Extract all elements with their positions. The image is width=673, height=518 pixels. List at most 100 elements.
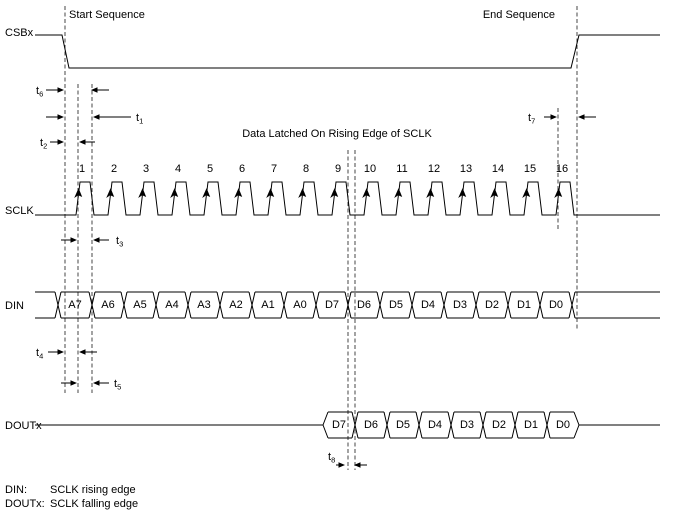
timing-arrow-t1-left-head bbox=[57, 114, 64, 120]
timing-label-t1: t1 bbox=[136, 112, 143, 126]
dout-crossover bbox=[351, 411, 359, 439]
din-crossover bbox=[376, 291, 384, 319]
din-crossover bbox=[152, 291, 160, 319]
sclk-cycle-number: 5 bbox=[207, 163, 213, 175]
din-bit-label: A1 bbox=[261, 299, 274, 311]
sclk-rising-edge-arrow bbox=[234, 188, 243, 198]
din-crossover bbox=[472, 291, 480, 319]
din-bit-label: D5 bbox=[389, 299, 403, 311]
dout-cell bbox=[422, 411, 448, 439]
timing-arrow-t2-left-head bbox=[57, 139, 64, 145]
dout-bit-label: D3 bbox=[460, 419, 474, 431]
sclk-cycle-number: 6 bbox=[239, 163, 245, 175]
dout-cell bbox=[328, 411, 352, 439]
din-crossover bbox=[504, 291, 512, 319]
end-sequence-label: End Sequence bbox=[483, 9, 555, 21]
din-crossover bbox=[120, 291, 128, 319]
dout-crossover bbox=[447, 411, 455, 439]
sclk-rising-edge-arrow bbox=[266, 188, 275, 198]
legend-din-desc: SCLK rising edge bbox=[50, 484, 136, 496]
sclk-cycle-number: 11 bbox=[396, 163, 407, 175]
timing-arrow-t4-right-head bbox=[79, 349, 86, 355]
sclk-rising-edge-arrow bbox=[138, 188, 147, 198]
din-bit-label: D7 bbox=[325, 299, 339, 311]
csb-waveform bbox=[35, 34, 660, 69]
din-cell bbox=[415, 291, 441, 319]
sclk-cycle-number: 10 bbox=[364, 163, 376, 175]
static-labels-layer: CSBx SCLK DIN DOUTx Start Sequence End S… bbox=[5, 9, 555, 510]
dout-cell bbox=[358, 411, 384, 439]
dout-cell bbox=[518, 411, 544, 439]
sclk-cycle-number: 4 bbox=[175, 163, 181, 175]
timing-arrow-t7-right-head bbox=[578, 114, 585, 120]
din-bit-label: D3 bbox=[453, 299, 467, 311]
sclk-cycle-number: 3 bbox=[143, 163, 149, 175]
timing-arrow-t2-right-head bbox=[79, 139, 86, 145]
legend-din-term: DIN: bbox=[5, 484, 27, 496]
sclk-rising-edge-arrow bbox=[330, 188, 339, 198]
din-bit-label: A3 bbox=[197, 299, 210, 311]
dout-bit-label: D2 bbox=[492, 419, 506, 431]
timing-arrow-t3-left-head bbox=[70, 237, 77, 243]
dout-close bbox=[573, 411, 580, 439]
sclk-rising-edge-arrow bbox=[458, 188, 467, 198]
timing-arrow-t7-left-head bbox=[550, 114, 557, 120]
data-latched-note: Data Latched On Rising Edge of SCLK bbox=[242, 128, 432, 140]
din-crossover bbox=[54, 291, 62, 319]
din-bit-label: A4 bbox=[165, 299, 178, 311]
sclk-rising-edge-arrow bbox=[394, 188, 403, 198]
start-sequence-label: Start Sequence bbox=[69, 9, 145, 21]
din-crossover bbox=[216, 291, 224, 319]
sclk-rising-edge-arrow bbox=[106, 188, 115, 198]
din-bit-label: D1 bbox=[517, 299, 531, 311]
timing-label-t6: t6 bbox=[36, 85, 43, 99]
din-cell bbox=[319, 291, 345, 319]
dout-crossover bbox=[543, 411, 551, 439]
sclk-cycle-number: 1 bbox=[79, 163, 85, 175]
din-cell bbox=[287, 291, 313, 319]
dout-cell bbox=[486, 411, 512, 439]
din-bit-label: D2 bbox=[485, 299, 499, 311]
csb-signal-label: CSBx bbox=[5, 27, 34, 39]
sclk-signal-label: SCLK bbox=[5, 205, 34, 217]
timing-label-t7: t7 bbox=[528, 112, 535, 126]
dout-crossover bbox=[479, 411, 487, 439]
sclk-rising-edge-arrow bbox=[522, 188, 531, 198]
sclk-cycle-number: 15 bbox=[524, 163, 536, 175]
sclk-waveform bbox=[35, 181, 660, 216]
din-bit-label: A0 bbox=[293, 299, 306, 311]
din-crossover bbox=[280, 291, 288, 319]
din-cell bbox=[191, 291, 217, 319]
dout-open bbox=[322, 411, 329, 439]
din-bit-label: D0 bbox=[549, 299, 563, 311]
din-bit-label: A7 bbox=[68, 299, 81, 311]
din-crossover bbox=[568, 291, 576, 319]
din-bit-label: D4 bbox=[421, 299, 435, 311]
timing-arrow-t6-right-head bbox=[91, 87, 98, 93]
dout-bit-label: D4 bbox=[428, 419, 442, 431]
dout-bit-label: D7 bbox=[332, 419, 346, 431]
dout-crossover bbox=[511, 411, 519, 439]
din-bit-label: A5 bbox=[133, 299, 146, 311]
din-cell bbox=[383, 291, 409, 319]
dout-cell bbox=[550, 411, 574, 439]
din-cell bbox=[447, 291, 473, 319]
sclk-rising-edge-arrow bbox=[170, 188, 179, 198]
din-cell bbox=[511, 291, 537, 319]
din-cell bbox=[543, 291, 569, 319]
timing-arrow-t8-right-head bbox=[354, 462, 361, 468]
legend-dout-desc: SCLK falling edge bbox=[50, 498, 138, 510]
sclk-rising-edge-arrow bbox=[490, 188, 499, 198]
dout-cell bbox=[390, 411, 416, 439]
legend-dout-term: DOUTx: bbox=[5, 498, 45, 510]
din-cell bbox=[223, 291, 249, 319]
din-crossover bbox=[440, 291, 448, 319]
sclk-rising-edge-arrow bbox=[202, 188, 211, 198]
sclk-cycle-number: 13 bbox=[460, 163, 472, 175]
din-cell bbox=[95, 291, 121, 319]
sclk-cycle-number: 14 bbox=[492, 163, 504, 175]
din-lead bbox=[35, 291, 55, 319]
din-crossover bbox=[344, 291, 352, 319]
